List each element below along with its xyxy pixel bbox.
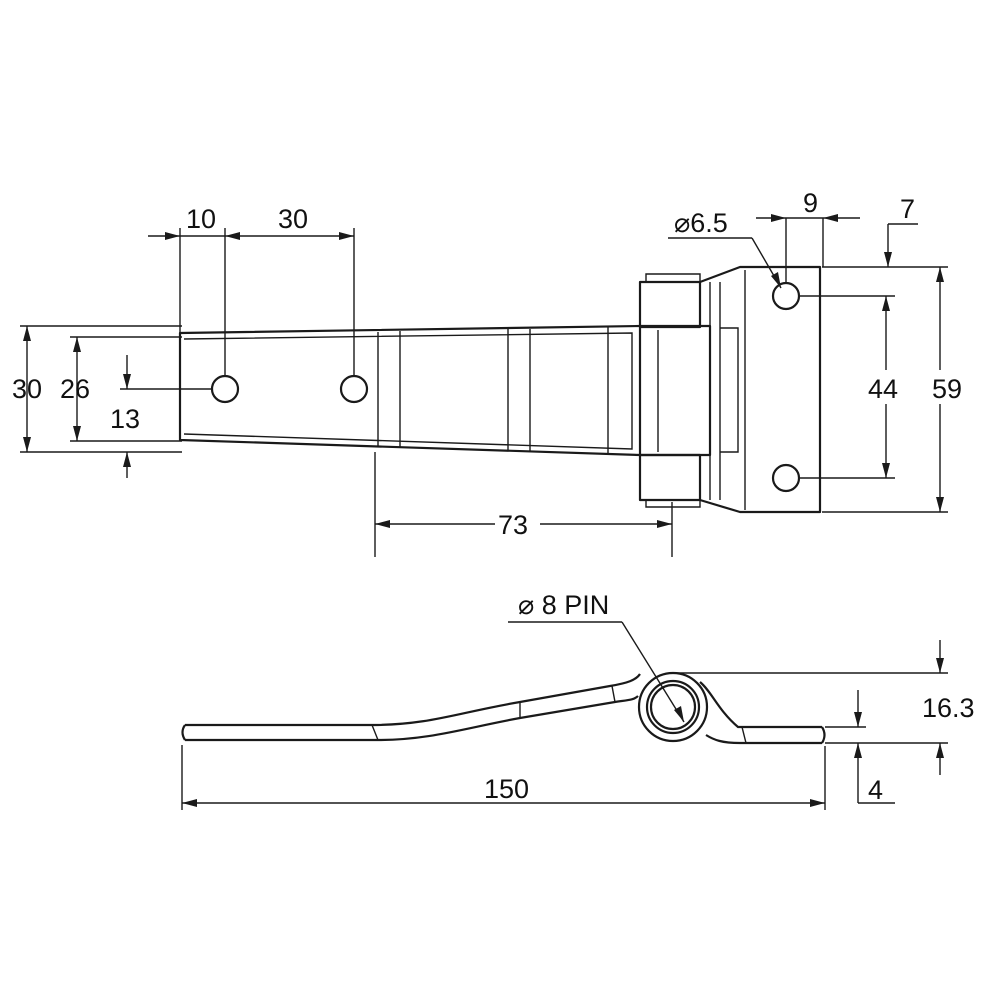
top-view: 10 30 30 26 13 73 9 [12, 188, 962, 557]
arrow-head [936, 743, 944, 758]
pin-circle [649, 683, 697, 731]
arrow-head [23, 326, 31, 341]
dim-pin: ⌀ 8 PIN [518, 590, 609, 620]
dim-plate-height: 59 [932, 374, 962, 404]
dim-leaf-width-inner: 26 [60, 374, 90, 404]
knuckle-bottom [638, 453, 702, 502]
side-leaf-bend [611, 685, 616, 703]
arrow-head [882, 296, 890, 311]
arrow-head [123, 452, 131, 467]
dim-pin-offset: 73 [498, 510, 528, 540]
arrow-head [936, 497, 944, 512]
side-plate-bend [741, 726, 747, 744]
arrow-head [810, 799, 825, 807]
dim-hole-diameter: ⌀6.5 [674, 208, 728, 238]
leaf-hole-1 [210, 374, 240, 404]
arrow-head [771, 272, 781, 288]
knuckle-top-cap [645, 273, 701, 283]
dim-plate-hole-offset: 9 [803, 188, 818, 218]
arrow-head [771, 214, 786, 222]
knuckle-bottom-cap [645, 499, 701, 508]
side-plate-lower [705, 734, 822, 745]
arrow-head [375, 520, 390, 528]
arrow-head [936, 658, 944, 673]
side-leaf-lower [185, 695, 639, 742]
arrow-head [165, 232, 180, 240]
arrow-head [882, 463, 890, 478]
dim-leaf-width-outer: 30 [12, 374, 42, 404]
side-plate-upper [699, 681, 822, 729]
side-leaf-bend [371, 724, 379, 741]
plate-hole-bottom [771, 463, 801, 493]
dim-overall-length: 150 [484, 774, 529, 804]
arrow-head [657, 520, 672, 528]
side-view: ⌀ 8 PIN 16.3 4 150 [181, 590, 975, 810]
arrow-head [73, 337, 81, 352]
knuckle-top [638, 280, 702, 329]
arrow-head [123, 374, 131, 389]
dim-hole-offset: 10 [186, 204, 216, 234]
side-leaf-upper [185, 673, 641, 727]
leaf-hole-2 [339, 374, 369, 404]
arrow-head [182, 799, 197, 807]
arrow-head [225, 232, 240, 240]
arrow-head [854, 743, 862, 758]
knuckle-outer [637, 671, 709, 743]
arrow-head [73, 426, 81, 441]
dim-hole-spacing: 30 [278, 204, 308, 234]
leaf-inner-outline [183, 332, 633, 450]
plate-outline [699, 265, 822, 514]
arrow-head [674, 706, 684, 722]
dim-thickness: 4 [868, 775, 883, 805]
side-plate-end [821, 726, 826, 744]
knuckle-inner [645, 679, 701, 735]
arrow-head [936, 267, 944, 282]
knuckle-center [640, 324, 712, 457]
plate-hole-top [771, 281, 801, 311]
dim-height: 16.3 [922, 693, 975, 723]
arrow-head [23, 437, 31, 452]
arrow-head [854, 712, 862, 727]
dim-plate-hole-spacing: 44 [868, 374, 898, 404]
dim-plate-margin: 7 [900, 194, 915, 224]
arrow-head [339, 232, 354, 240]
leader-line [621, 621, 685, 723]
arrow-head [884, 252, 892, 267]
plate-bracket [720, 327, 739, 453]
dim-hole-center: 13 [110, 404, 140, 434]
arrow-head [823, 214, 838, 222]
side-leaf-end [181, 724, 186, 741]
